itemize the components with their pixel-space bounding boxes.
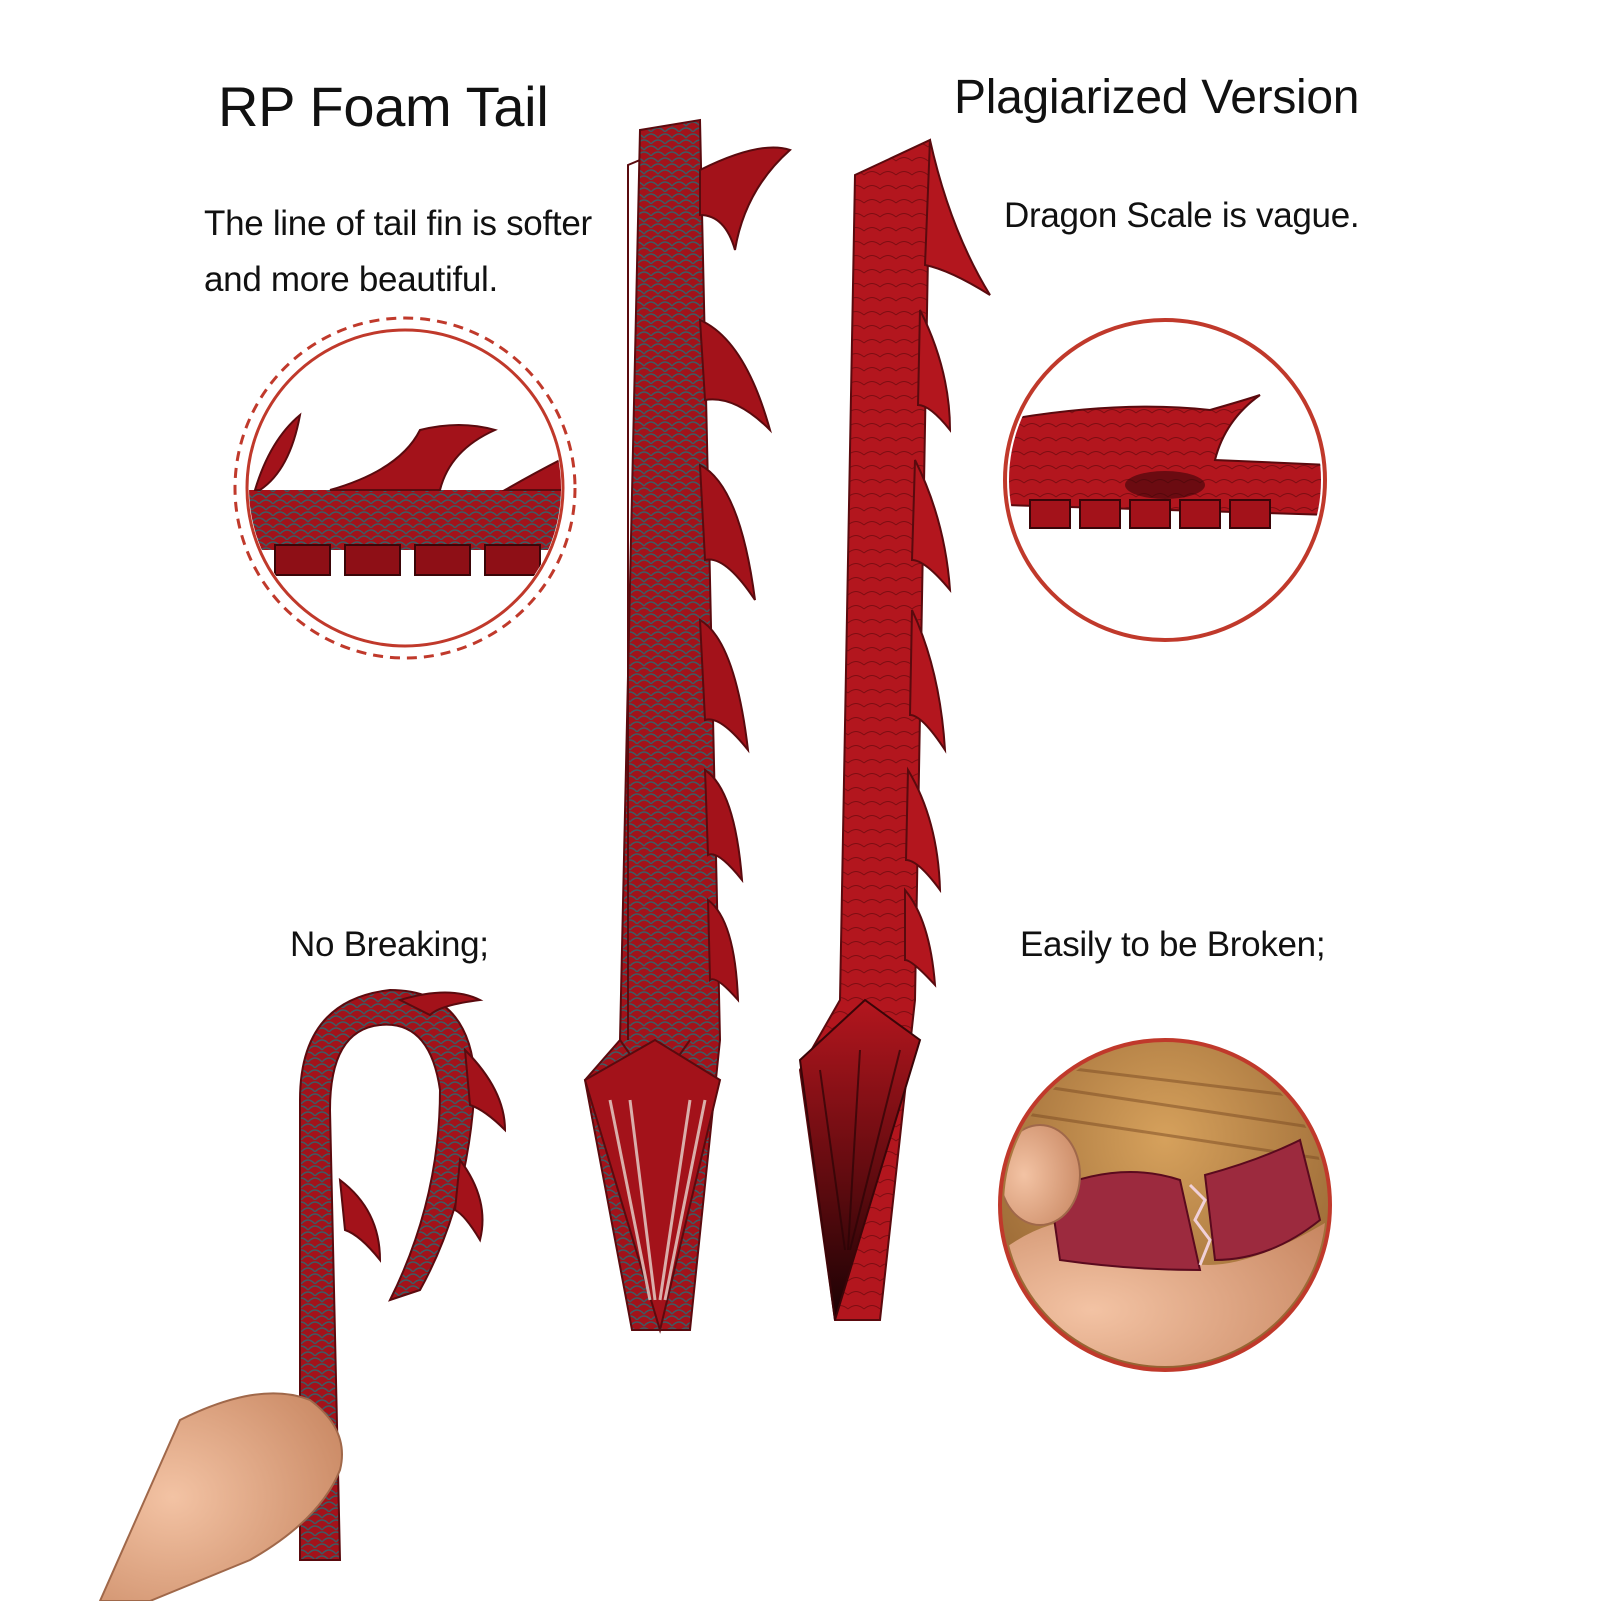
rp-description-line-2: and more beautiful. xyxy=(204,260,498,299)
plagiarized-scale-detail-circle xyxy=(1003,318,1327,642)
easily-broken-caption: Easily to be Broken; xyxy=(1020,925,1326,964)
no-breaking-caption: No Breaking; xyxy=(290,925,489,964)
rp-fin-detail-circle xyxy=(233,316,577,660)
bent-tail-image xyxy=(98,988,507,1601)
rp-foam-tail-title: RP Foam Tail xyxy=(218,75,549,138)
plagiarized-description: Dragon Scale is vague. xyxy=(1004,196,1360,235)
plagiarized-tail-image xyxy=(798,138,991,1321)
rp-description-line-1: The line of tail fin is softer xyxy=(204,204,592,243)
broken-tail-detail-circle xyxy=(998,1038,1332,1372)
rp-foam-tail-image xyxy=(583,118,792,1334)
plagiarized-version-title: Plagiarized Version xyxy=(954,71,1360,124)
rp-foam-tail-description: The line of tail fin is softer and more … xyxy=(204,196,592,308)
